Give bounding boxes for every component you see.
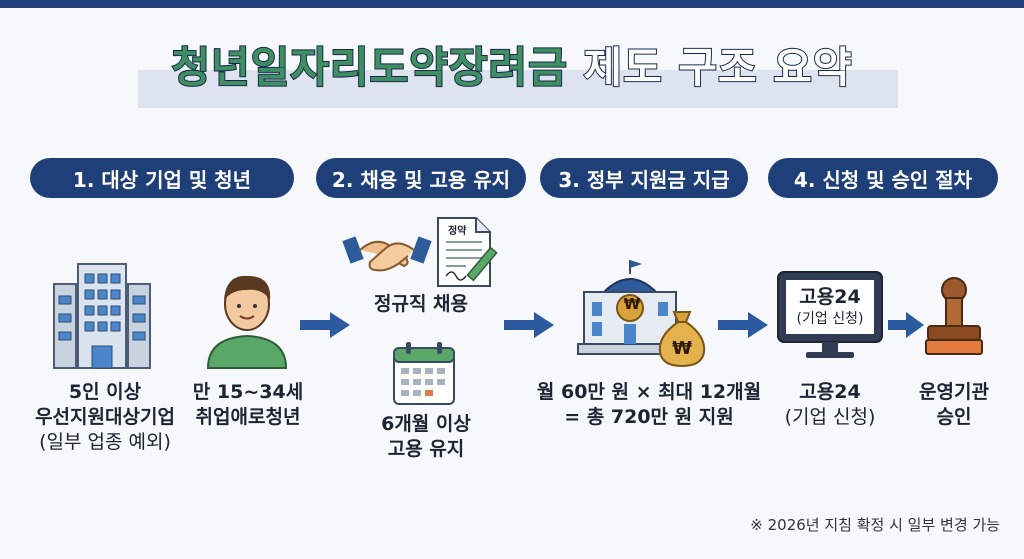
page-title: 청년일자리도약장려금 제도 구조 요약	[171, 34, 852, 95]
money-bag-currency-symbol: ₩	[670, 338, 694, 359]
footnote: ※ 2026년 지침 확정 시 일부 변경 가능	[750, 514, 1000, 535]
company-size-text: 5인 이상	[10, 380, 200, 405]
company-type-text: 우선지원대상기업	[10, 405, 200, 430]
top-bar	[0, 0, 1024, 8]
flow-arrow-4	[888, 312, 924, 338]
step-2-pill: 2. 채용 및 고용 유지	[316, 158, 526, 198]
young-person-icon	[202, 268, 292, 368]
flow-arrow-3	[718, 312, 768, 338]
calendar-icon	[392, 340, 456, 406]
flow-arrow-2	[504, 312, 554, 338]
subsidy-amount-text: 월 60만 원 × 최대 12개월	[534, 380, 764, 405]
youth-type-text: 취업애로청년	[178, 405, 318, 430]
approve-label: 운영기관 승인	[904, 380, 1004, 430]
monitor-service-text: 고용24	[786, 286, 874, 308]
title-program-name: 청년일자리도약장려금	[171, 43, 567, 92]
flow-arrow-1	[300, 312, 350, 338]
contract-doc-text: 정약	[448, 222, 466, 237]
apply-type-text: (기업 신청)	[770, 405, 890, 430]
step-3-pill: 3. 정부 지원금 지급	[540, 158, 748, 198]
subsidy-total-text: = 총 720만 원 지원	[534, 405, 764, 430]
approve-action-text: 승인	[904, 405, 1004, 430]
monitor-screen-text: 고용24 (기업 신청)	[786, 286, 874, 330]
retain-period-text: 6개월 이상	[356, 412, 496, 437]
apply-service-text: 고용24	[770, 380, 890, 405]
company-label: 5인 이상 우선지원대상기업 (일부 업종 예외)	[10, 380, 200, 455]
handshake-icon	[346, 228, 428, 280]
apply-label: 고용24 (기업 신청)	[770, 380, 890, 430]
step-1-pill: 1. 대상 기업 및 청년	[30, 158, 294, 198]
step-4-pill: 4. 신청 및 승인 절차	[768, 158, 998, 198]
contract-document-icon	[436, 216, 504, 288]
office-building-icon	[48, 262, 156, 370]
approval-stamp-icon	[922, 276, 986, 360]
approve-org-text: 운영기관	[904, 380, 1004, 405]
hire-label: 정규직 채용	[346, 292, 496, 317]
subsidy-label: 월 60만 원 × 최대 12개월 = 총 720만 원 지원	[534, 380, 764, 430]
government-currency-symbol: ₩	[622, 295, 642, 313]
retain-type-text: 고용 유지	[356, 437, 496, 462]
monitor-apply-text: (기업 신청)	[786, 308, 874, 330]
youth-age-text: 만 15~34세	[178, 380, 318, 405]
title-container: 청년일자리도약장려금 제도 구조 요약	[0, 34, 1024, 95]
title-subtitle: 제도 구조 요약	[583, 43, 852, 92]
company-exception-text: (일부 업종 예외)	[10, 430, 200, 455]
youth-label: 만 15~34세 취업애로청년	[178, 380, 318, 430]
retain-label: 6개월 이상 고용 유지	[356, 412, 496, 462]
